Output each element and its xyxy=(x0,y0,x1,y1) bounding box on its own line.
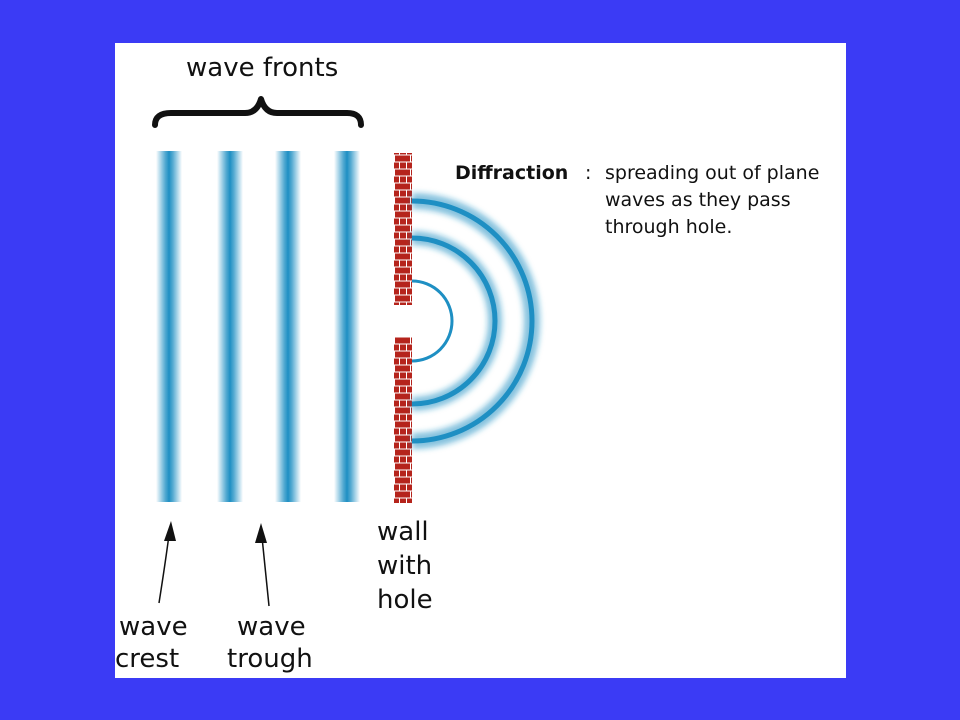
definition-line-2: waves as they pass xyxy=(605,189,791,211)
wave-fronts-brace xyxy=(152,96,364,128)
trough-arrowhead-icon xyxy=(255,523,267,543)
diagram-panel: wave fronts Diffraction : spreading out … xyxy=(115,43,846,678)
plane-waves xyxy=(156,151,360,502)
diffracted-wave-inner xyxy=(411,279,454,363)
trough-arrow xyxy=(255,523,270,607)
wall-label-line-1: wall xyxy=(377,517,429,547)
crest-arrow xyxy=(158,521,176,604)
diffracted-wave-middle xyxy=(411,235,498,407)
diffraction-definition: Diffraction : spreading out of plane wav… xyxy=(455,162,819,238)
wall-label-line-2: with xyxy=(377,551,432,581)
definition-term: Diffraction xyxy=(455,162,568,184)
plane-wave-1 xyxy=(156,151,182,502)
wall-lower xyxy=(394,337,412,503)
diffracted-wave-outer xyxy=(411,198,535,444)
definition-separator: : xyxy=(585,162,591,184)
wall-label-line-3: hole xyxy=(377,585,433,615)
crest-label-line-1: wave xyxy=(119,612,188,642)
plane-wave-4 xyxy=(334,151,360,502)
wall-upper xyxy=(394,153,412,305)
definition-line-3: through hole. xyxy=(605,216,732,238)
trough-label-line-1: wave xyxy=(237,612,306,642)
wall-with-hole xyxy=(394,153,412,503)
definition-line-1: spreading out of plane xyxy=(605,162,819,184)
plane-wave-3 xyxy=(275,151,301,502)
diffraction-diagram: wave fronts Diffraction : spreading out … xyxy=(115,53,819,674)
wave-fronts-label: wave fronts xyxy=(186,53,338,83)
plane-wave-2 xyxy=(217,151,243,502)
crest-label-line-2: crest xyxy=(115,644,179,674)
diffracted-waves xyxy=(411,193,540,449)
trough-label-line-2: trough xyxy=(227,644,313,674)
crest-arrowhead-icon xyxy=(164,521,176,541)
